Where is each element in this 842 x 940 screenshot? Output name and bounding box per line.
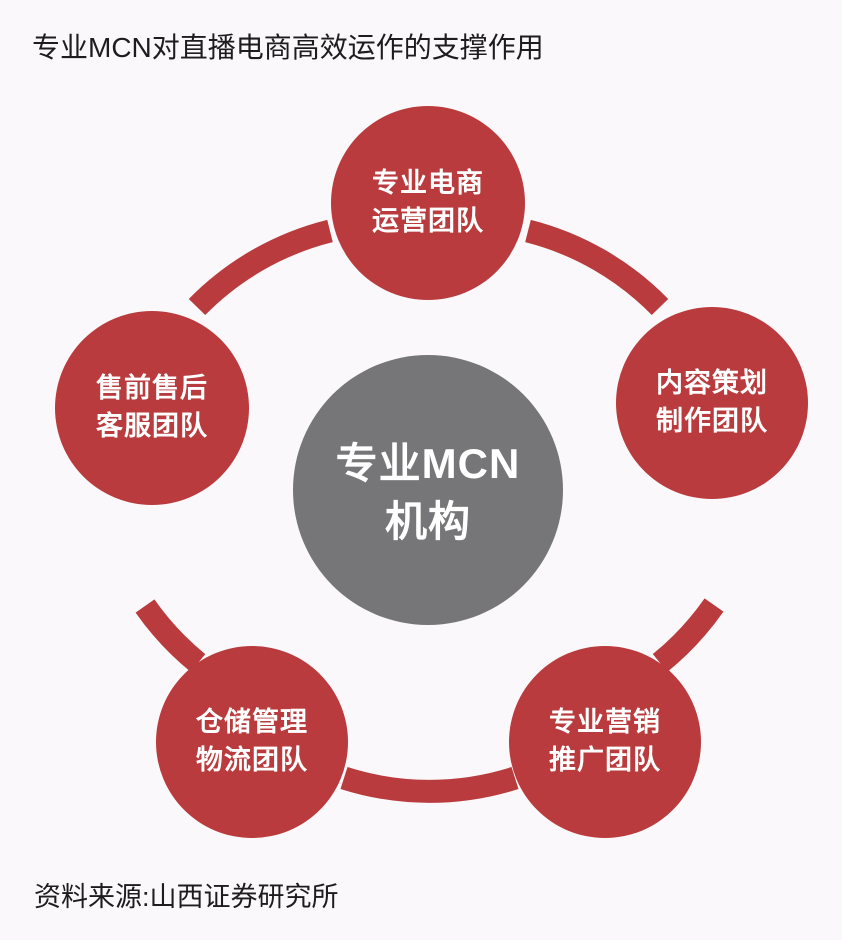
arc-bottomleft-to-left [135, 599, 206, 672]
arc-bottomright-to-bottomleft [340, 767, 519, 803]
node-right-circle[interactable] [616, 307, 808, 499]
hub-circle[interactable] [293, 355, 563, 625]
node-bottom-left[interactable]: 仓储管理 物流团队 [156, 646, 348, 838]
hub-node[interactable]: 专业MCN 机构 [293, 355, 563, 625]
arc-right-to-bottomright [652, 598, 724, 672]
node-bottom-right-circle[interactable] [509, 646, 701, 838]
arc-left-to-top [188, 219, 333, 316]
node-top[interactable]: 专业电商 运营团队 [331, 106, 525, 300]
connector-arcs [135, 219, 724, 803]
source-note: 资料来源:山西证券研究所 [34, 882, 339, 912]
page-title: 专业MCN对直播电商高效运作的支撑作用 [32, 32, 544, 63]
diagram-canvas: 专业MCN 机构 专业电商 运营团队 内容策划 制作团队 [0, 78, 842, 868]
node-left[interactable]: 售前售后 客服团队 [55, 311, 249, 505]
node-right[interactable]: 内容策划 制作团队 [616, 307, 808, 499]
arc-top-to-right [525, 219, 669, 316]
node-left-circle[interactable] [55, 311, 249, 505]
node-top-circle[interactable] [331, 106, 525, 300]
node-bottom-right[interactable]: 专业营销 推广团队 [509, 646, 701, 838]
node-bottom-left-circle[interactable] [156, 646, 348, 838]
